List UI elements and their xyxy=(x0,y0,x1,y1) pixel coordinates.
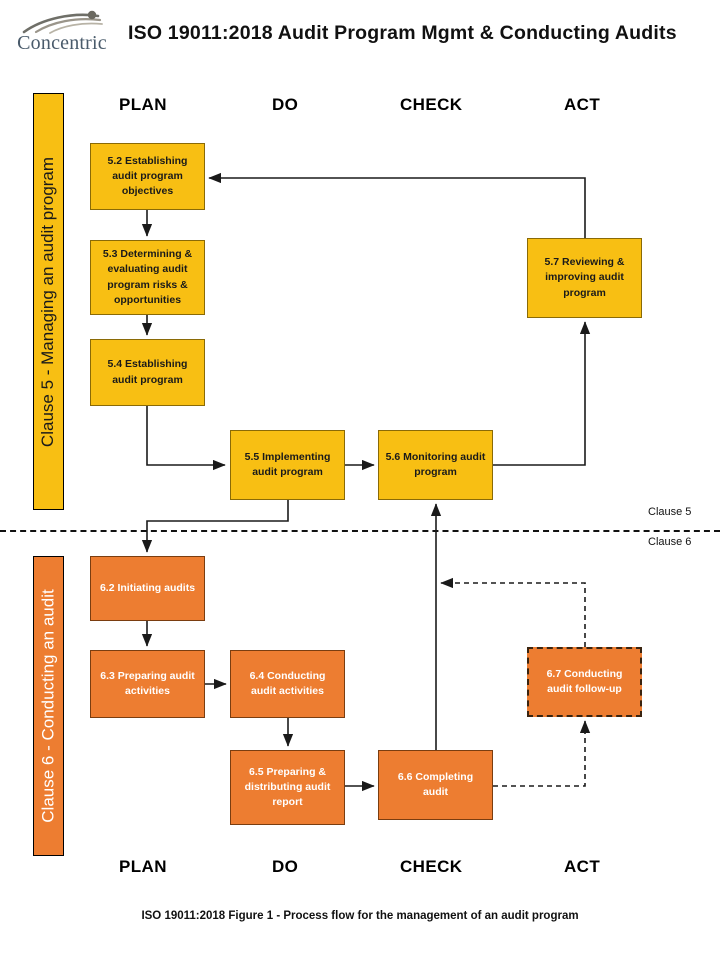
process-box-5-5-label: 5.5 Implementing audit program xyxy=(244,450,331,478)
pdca-bottom-do: DO xyxy=(272,857,299,876)
clause-6-band-label: Clause 6 - Conducting an audit xyxy=(38,589,58,823)
figure-caption: ISO 19011:2018 Figure 1 - Process flow f… xyxy=(141,910,579,922)
process-box-6-4-label: 6.4 Conducting audit activities xyxy=(249,669,326,697)
arrow-5-5-to-6-2 xyxy=(141,500,289,553)
arrow-6-6-to-6-7-dashed xyxy=(493,720,591,787)
process-box-5-3[interactable]: 5.3 Determining & evaluating audit progr… xyxy=(90,240,205,315)
clause-5-tag: Clause 5 xyxy=(648,506,692,518)
concentric-swoosh-icon xyxy=(22,10,103,34)
process-box-6-3-label: 6.3 Preparing audit activities xyxy=(100,669,195,697)
process-box-6-6-label: 6.6 Completing audit xyxy=(397,770,474,798)
clause-divider xyxy=(0,530,720,532)
arrow-6-7-to-5-6-dashed xyxy=(440,577,586,647)
process-box-6-4[interactable]: 6.4 Conducting audit activities xyxy=(230,650,345,718)
process-box-5-2-label: 5.2 Establishing audit program objective… xyxy=(107,154,188,198)
logo-wordmark: Concentric xyxy=(17,32,107,54)
page-title: ISO 19011:2018 Audit Program Mgmt & Cond… xyxy=(128,22,677,44)
process-box-5-7[interactable]: 5.7 Reviewing & improving audit program xyxy=(527,238,642,318)
arrow-5-6-to-5-7 xyxy=(493,321,591,466)
process-box-6-5-label: 6.5 Preparing & distributing audit repor… xyxy=(244,765,331,809)
clause-6-band: Clause 6 - Conducting an audit xyxy=(33,556,64,856)
process-box-6-7[interactable]: 6.7 Conducting audit follow-up xyxy=(527,647,642,717)
process-box-5-4-label: 5.4 Establishing audit program xyxy=(107,358,188,386)
process-box-5-3-label: 5.3 Determining & evaluating audit progr… xyxy=(102,248,193,306)
process-box-5-2[interactable]: 5.2 Establishing audit program objective… xyxy=(90,143,205,210)
process-box-6-2[interactable]: 6.2 Initiating audits xyxy=(90,556,205,621)
company-logo: Concentric xyxy=(8,10,116,62)
pdca-bottom-plan: PLAN xyxy=(119,857,167,876)
process-box-5-6-label: 5.6 Monitoring audit program xyxy=(385,450,486,478)
arrow-5-7-to-5-2 xyxy=(208,172,586,238)
process-box-6-6[interactable]: 6.6 Completing audit xyxy=(378,750,493,820)
process-box-6-5[interactable]: 6.5 Preparing & distributing audit repor… xyxy=(230,750,345,825)
clause-5-band-label: Clause 5 - Managing an audit program xyxy=(38,156,58,447)
pdca-top-act: ACT xyxy=(564,95,601,114)
clause-5-band: Clause 5 - Managing an audit program xyxy=(33,93,64,510)
process-box-5-6[interactable]: 5.6 Monitoring audit program xyxy=(378,430,493,500)
process-box-5-7-label: 5.7 Reviewing & improving audit program xyxy=(544,256,625,299)
process-box-6-2-label: 6.2 Initiating audits xyxy=(99,581,196,594)
pdca-top-check: CHECK xyxy=(400,95,463,114)
process-box-6-3[interactable]: 6.3 Preparing audit activities xyxy=(90,650,205,718)
clause-6-tag: Clause 6 xyxy=(648,536,692,548)
pdca-bottom-check: CHECK xyxy=(400,857,463,876)
process-box-5-5[interactable]: 5.5 Implementing audit program xyxy=(230,430,345,500)
process-box-5-4[interactable]: 5.4 Establishing audit program xyxy=(90,339,205,406)
arrow-5-4-to-5-5 xyxy=(146,406,226,471)
process-box-6-7-label: 6.7 Conducting audit follow-up xyxy=(546,667,623,695)
pdca-bottom-act: ACT xyxy=(564,857,601,876)
pdca-top-do: DO xyxy=(272,95,299,114)
pdca-top-plan: PLAN xyxy=(119,95,167,114)
